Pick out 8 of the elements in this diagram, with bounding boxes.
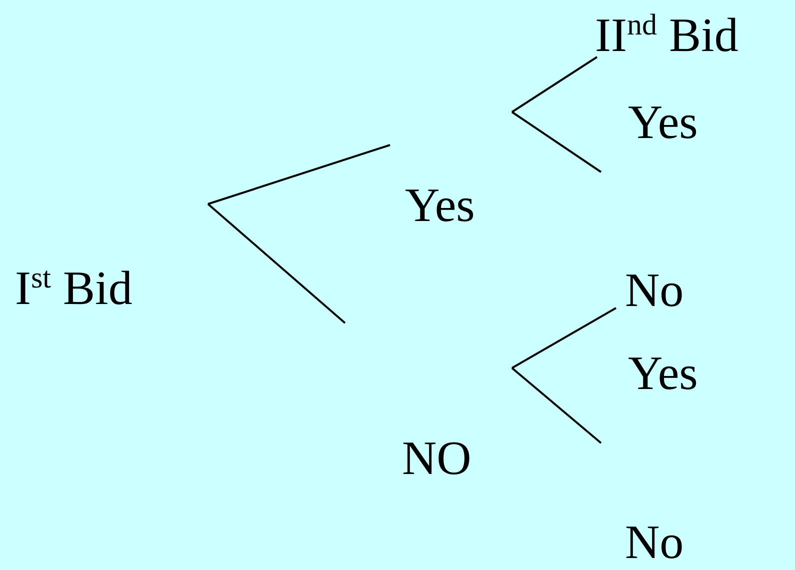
- branch-label: II$^{nd}$ Bid: [595, 12, 738, 60]
- branch-label: Yes: [628, 350, 698, 398]
- branch-label: No: [625, 267, 684, 315]
- branch-label: NO: [402, 435, 472, 483]
- branch-label: I$^{st}$ Bid: [15, 265, 132, 313]
- branch-label: No: [625, 519, 684, 567]
- branch-label: Yes: [405, 182, 475, 230]
- branch-label: Yes: [628, 99, 698, 147]
